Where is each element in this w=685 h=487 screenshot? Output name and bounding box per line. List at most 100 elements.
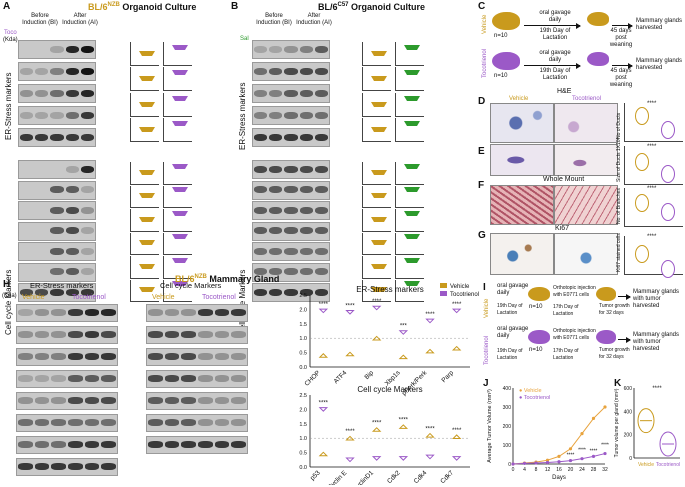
x-tick-label: p53 [309,469,322,482]
panel-label-f: F [478,180,485,191]
blot-band [51,419,66,427]
blot-band [284,247,298,255]
blot-band [314,67,328,75]
vehicle-marker [345,351,355,357]
significance-stars: **** [345,429,355,435]
y-tick-label: 0.0 [299,365,307,371]
blot-band [80,206,94,214]
mini-quant-chart [163,279,192,303]
mini-quant-chart [395,232,424,256]
significance-stars: *** [400,323,408,329]
mini-quant-mark [404,95,420,107]
panel-c-weeks-b: 45 days post weaning [609,68,633,88]
blot-band [314,111,328,119]
blot-band [269,186,283,194]
toco-marker [345,310,355,315]
blot-band [198,397,213,405]
blot-band [84,375,100,383]
series-point [545,460,550,465]
blot-band [35,67,49,75]
toco-marker [371,456,382,461]
blot-strip-xbp1s [16,370,118,388]
blot-strip-cdk7 [18,262,96,282]
blot-band [254,45,268,53]
significance-stars: **** [647,101,657,107]
blot-band [314,268,328,276]
blot-band [254,67,268,75]
blot-band [164,309,180,317]
blot-band [269,89,283,97]
blot-band [84,463,100,471]
blot-band [34,463,50,471]
blot-band [65,111,79,119]
panel-label-a: A [3,1,11,12]
blot-strip-atf4 [252,62,330,81]
mini-quant-chart [130,42,159,67]
x-tick-label: Cdk2 [386,469,402,485]
mini-quant-mark [371,101,387,113]
blot-band [35,111,49,119]
mini-quant-chart [163,162,192,185]
blot-band [68,309,83,317]
blot-band [84,309,100,317]
blot-band [148,419,163,427]
blot-band [34,441,50,449]
mini-quant-chart [130,209,159,232]
mini-quant-mark [404,281,420,292]
toco-marker [318,407,329,412]
blot-band [80,268,94,276]
mini-quant-chart [130,162,159,185]
blot-band [164,353,180,361]
panel-a-kda: (Kda) [3,37,18,43]
mini-quant-chart [362,67,391,92]
chart-title: ER-Stress markers [356,285,424,294]
blot-band [101,309,116,317]
panel-label-b: B [231,1,239,12]
panel-c-toco: Tocotrienol [482,48,488,78]
panel-h-title: BL/6NZB Mammary Gland [175,274,280,284]
blot-band [254,206,268,214]
panel-d-vehicle: Vehicle [509,96,529,102]
violin-shape [661,120,675,139]
panel-c-n10-b: n=10 [494,73,508,79]
blot-band [214,353,230,361]
blot-band [148,353,163,361]
panel-a-title: BL/6NZB Organoid Culture [88,2,197,12]
y-tick-label: 400 [503,386,512,392]
x-tick-label: ATF4 [333,369,349,385]
mini-quant-mark [172,120,188,132]
mini-quant-chart [362,162,391,185]
y-tick-label: 2.0 [299,307,307,313]
mini-quant-mark [172,95,188,107]
significance-stars: **** [319,400,329,406]
panel-label-g: G [478,230,486,241]
blot-band [254,89,268,97]
violin-ylabel: No. of Branches [616,188,622,224]
blot-band [284,227,298,235]
blot-strip-chop [18,40,96,59]
he-toco-image [554,103,618,143]
blot-band [101,397,116,405]
wholemount-toco-image [554,185,618,225]
blot-strip-cdk2 [252,221,330,241]
panel-i-gavage-2: oral gavage daily [497,326,529,339]
x-tick-label: Tocotrienol [656,462,680,468]
blot-band [148,397,163,405]
blot-band [198,353,213,361]
panel-i-arrow-1 [618,293,631,300]
mini-quant-mark [404,45,420,56]
panel-c-day19-a: 19th Day of Lactation [539,28,571,41]
mini-quant-mark [139,169,155,181]
mouse-i-toco-icon [528,330,550,344]
mini-quant-chart [395,92,424,117]
blot-band [101,353,116,361]
wholemount-vehicle-image [490,185,554,225]
x-tick-label: Parp [440,369,455,384]
x-tick-label: CHOP [304,369,322,387]
mini-quant-mark [139,216,155,228]
x-tick-label: Cyclin E [327,469,349,485]
panel-i-toco: Tocotrienol [484,335,490,365]
panel-i-tumor-days-2: Tumor growth for 32 days [599,347,630,360]
panel-a-section1: ER-Stress markers [4,72,13,140]
